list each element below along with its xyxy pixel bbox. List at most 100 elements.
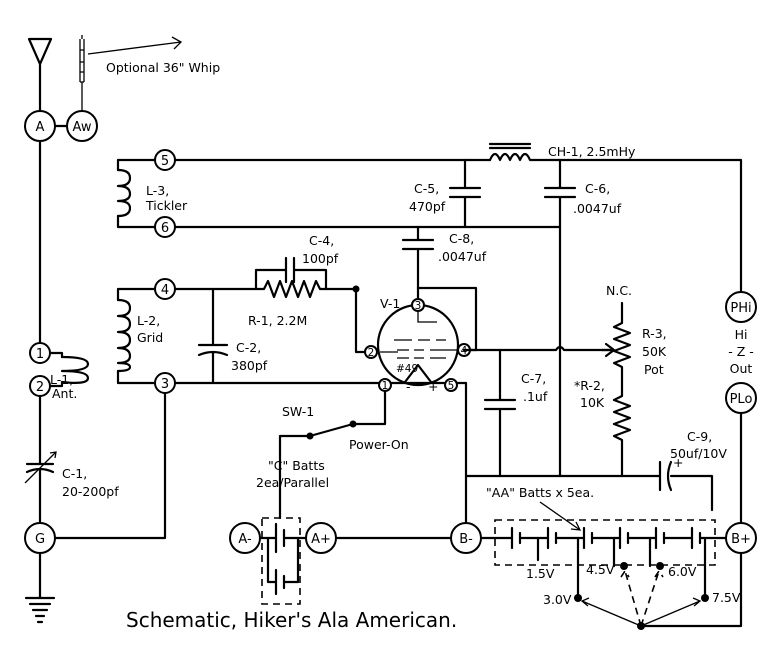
r2-resistor [612,372,632,478]
r1-label: R-1, 2.2M [248,313,307,328]
tap-7-5v: 7.5V [712,590,741,605]
l2-value: Grid [137,330,163,345]
l3-coil [116,168,132,218]
l2-coil [116,298,132,373]
c6-value: .0047uf [573,201,622,216]
terminal-p-hi-label: PHi [730,301,751,316]
l3-value: Tickler [145,198,188,213]
r2-value: 10K [580,395,605,410]
c1-name: C-1, [62,466,87,481]
pin-plus-label: + [428,379,438,394]
aa-batts-label: "AA" Batts x 5ea. [486,485,594,500]
terminal-b-minus-label: B- [459,532,473,547]
sw1-label: SW-1 [282,404,314,419]
c9-value: 50uf/10V [670,446,727,461]
v1-label: V-1 [380,296,400,311]
pin-5 [444,378,458,392]
terminal-a-minus-label: A- [238,532,252,547]
terminal-2-label: 2 [36,380,44,395]
aa-pointer-arrow [539,501,582,531]
c8-name: C-8, [449,231,474,246]
tube-elements [380,306,457,359]
l1-name: L-1, [50,372,73,387]
whip-antenna [79,35,85,111]
tap-6-0v: 6.0V [668,564,697,579]
c5-value: 470pf [409,199,446,214]
tap-1-5v: 1.5V [526,566,555,581]
terminal-5-label: 5 [161,154,169,169]
c1-variable-capacitor [25,394,55,525]
tap-arrow-3v [580,597,642,627]
c-batts-enclosure [261,517,301,605]
terminal-6-label: 6 [161,221,169,236]
whip-pointer-arrow [87,36,183,55]
c6-name: C-6, [585,181,610,196]
terminal-aw-label: Aw [73,120,92,135]
tap-arrow-7-5v [640,597,702,627]
r1-resistor [254,279,328,299]
c9-plus: + [673,455,683,470]
l2-name: L-2, [137,313,160,328]
terminal-b-plus-label: B+ [731,532,751,547]
hiz-hi: Hi [735,327,748,342]
c-batts-label: "C" Batts [268,458,325,473]
c5-name: C-5, [414,181,439,196]
aa-batts-enclosure [494,519,716,566]
l1-coil [60,355,90,384]
c4-value: 100pf [302,251,339,266]
terminal-a-label: A [36,120,45,135]
terminal-p-hi [725,291,757,323]
hiz-out: Out [730,361,753,376]
tap-3-0v: 3.0V [543,592,572,607]
ch1-core [488,142,532,150]
terminal-a-plus-label: A+ [311,532,331,547]
pin-minus-label: - [406,379,411,394]
c2-name: C-2, [236,340,261,355]
whip-label: Optional 36" Whip [106,60,220,75]
tap-4-5v: 4.5V [586,562,615,577]
antenna-symbol [27,37,53,113]
l3-name: L-3, [146,183,169,198]
pin-2-label: 2 [368,347,375,359]
c-batts-config: 2ea/Parallel [256,475,329,490]
power-on-label: Power-On [349,437,409,452]
nc-label: N.C. [606,283,632,298]
ground-symbol [24,551,56,624]
c2-value: 380pf [231,358,268,373]
c7-value: .1uf [523,389,548,404]
r3-name: R-3, [642,326,667,341]
terminal-3-label: 3 [161,377,169,392]
pin-5-label: 5 [448,380,455,392]
r3-type: Pot [644,362,664,377]
c9-capacitor [658,460,673,492]
pin-1-label: 1 [382,380,389,392]
l1-value: Ant. [52,386,77,401]
c8-value: .0047uf [438,249,487,264]
r2-name: *R-2, [574,378,605,393]
diagram-title: Schematic, Hiker's Ala American. [126,608,457,632]
c1-value: 20-200pf [62,484,119,499]
c4-name: C-4, [309,233,334,248]
tube-filament [403,363,433,384]
c-batteries [258,522,308,596]
terminal-4-label: 4 [161,283,169,298]
pin-3-label: 3 [415,300,422,312]
tap-arrow-4-5v [620,569,642,627]
c7-name: C-7, [521,371,546,386]
terminal-p-lo-label: PLo [730,392,753,407]
terminal-g-label: G [35,532,45,547]
hiz-z: - Z - [728,344,754,359]
pin-2 [364,345,378,359]
sw1-switch [278,389,387,520]
tube-type: #49 [396,363,418,375]
c4-capacitor [254,256,328,291]
r3-potentiometer [612,301,632,376]
r3-value: 50K [642,344,667,359]
tap-arrow-6v [640,569,664,627]
terminal-1-label: 1 [36,347,44,362]
aa-batteries [479,526,728,550]
c9-name: C-9, [687,429,712,444]
ch1-choke [488,152,743,294]
